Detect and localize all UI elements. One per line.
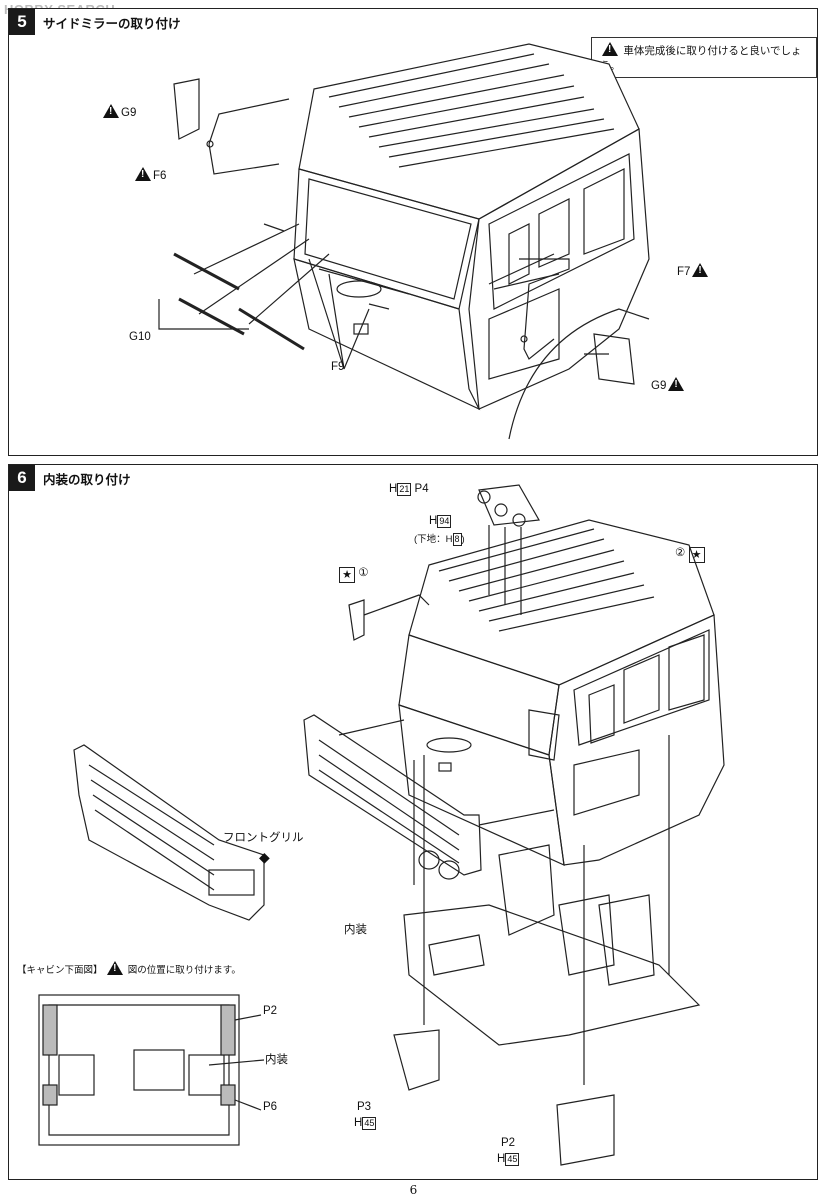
label-shitaji-end: ) xyxy=(461,534,465,545)
label-star-2: ② ★ xyxy=(675,545,705,563)
step5-note: 車体完成後に取り付けると良いでしょう。 xyxy=(591,37,817,78)
step6-number: 6 xyxy=(9,465,35,491)
step5-title: サイドミラーの取り付け xyxy=(43,16,181,31)
label-p2-h-box: 45 xyxy=(505,1153,520,1166)
label-h21-box: 21 xyxy=(397,483,412,496)
underside-title: 【キャビン下面図】 xyxy=(17,965,103,976)
warning-icon xyxy=(692,263,709,277)
warning-icon xyxy=(602,42,618,56)
label-p2-h-text: H xyxy=(497,1153,506,1165)
label-shitaji-box: 8 xyxy=(452,533,462,546)
warning-icon xyxy=(103,104,119,118)
label-naisou: 内装 xyxy=(344,924,367,936)
label-h21: H xyxy=(389,483,398,495)
page-number: 6 xyxy=(409,1183,418,1197)
warning-icon xyxy=(668,377,685,391)
label-star-1: ★ ① xyxy=(339,565,369,583)
step5-cab-illustration xyxy=(158,43,650,440)
label-p3-h-text: H xyxy=(354,1117,363,1129)
label-f6: F6 xyxy=(133,167,166,182)
underside-note: 図の位置に取り付けます。 xyxy=(127,965,241,976)
label-h94-text: H xyxy=(429,515,438,527)
label-g9-right-text: G9 xyxy=(651,380,667,392)
label-p2: P2 xyxy=(501,1137,516,1149)
label-f9: F9 xyxy=(331,361,345,373)
label-front-grill: フロントグリル xyxy=(223,832,304,844)
label-star1-text: ① xyxy=(358,567,369,579)
warning-icon xyxy=(135,167,151,181)
step6-panel: 6 内装の取り付け xyxy=(8,464,818,1180)
step5-number: 5 xyxy=(9,9,35,35)
paint-icon: ◆ xyxy=(259,849,270,865)
underside-label-naisou: 内装 xyxy=(265,1054,288,1066)
label-g9-right: G9 xyxy=(651,377,686,392)
step5-panel: 5 サイドミラーの取り付け 車体完成後に取り付けると良いでしょう。 xyxy=(8,8,818,456)
label-h94-box: 94 xyxy=(437,515,452,528)
label-g9-left: G9 xyxy=(101,104,136,119)
label-g10: G10 xyxy=(129,331,151,343)
step6-title: 内装の取り付け xyxy=(43,472,131,487)
star-icon: ★ xyxy=(688,547,705,563)
label-shitaji-text: (下地：H xyxy=(414,534,453,545)
star-icon: ★ xyxy=(339,567,355,583)
label-f6-text: F6 xyxy=(153,170,167,182)
label-g9-left-text: G9 xyxy=(121,107,137,119)
label-f7: F7 xyxy=(677,263,710,278)
step6-interior-illustration xyxy=(38,484,725,1166)
label-f7-text: F7 xyxy=(677,266,691,278)
underside-label-p2: P2 xyxy=(263,1005,278,1017)
underside-title-row: 【キャビン下面図】 図の位置に取り付けます。 xyxy=(17,961,241,976)
label-p3: P3 xyxy=(357,1101,372,1113)
label-p3-h-box: 45 xyxy=(362,1117,377,1130)
label-star2-text: ② xyxy=(675,547,686,559)
label-p4: P4 xyxy=(414,483,429,495)
underside-label-p6: P6 xyxy=(263,1101,278,1113)
warning-icon xyxy=(107,961,124,975)
